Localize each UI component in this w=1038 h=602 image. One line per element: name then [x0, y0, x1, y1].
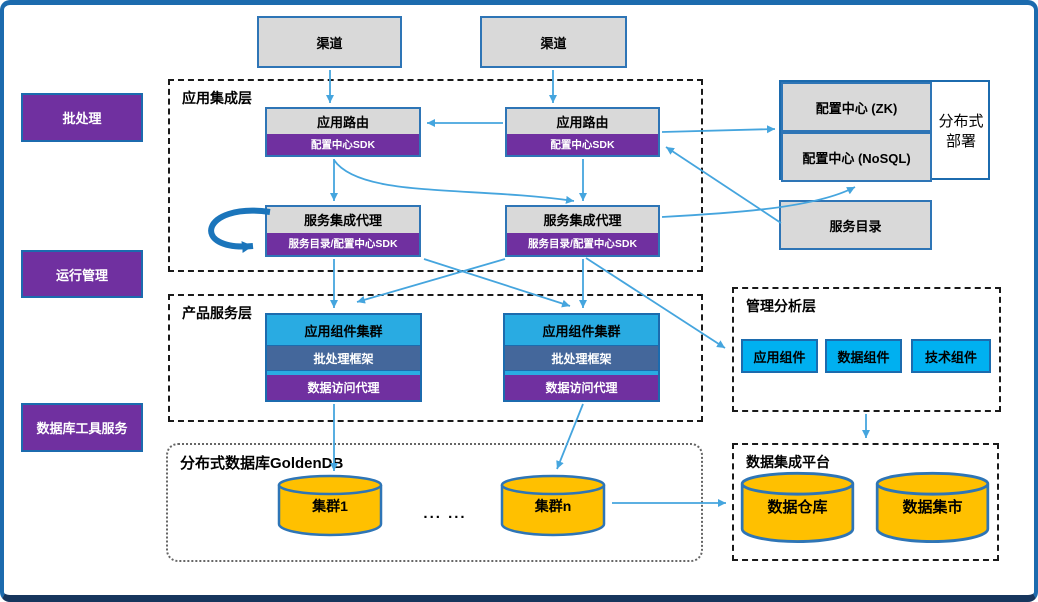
- sidebar-tag-operation-management: 运行管理: [21, 250, 143, 298]
- service-catalog-box: 服务目录: [779, 200, 932, 250]
- distributed-deploy-label: 分布式部署: [938, 112, 984, 150]
- app-router-right-sdk: 配置中心SDK: [507, 133, 658, 155]
- service-proxy-left-title: 服务集成代理: [267, 207, 419, 233]
- service-proxy-left: 服务集成代理 服务目录/配置中心SDK: [265, 205, 421, 257]
- app-component-cluster-left: 应用组件集群: [267, 315, 420, 345]
- sidebar-tag-batch-processing: 批处理: [21, 93, 143, 142]
- db-cluster-1-cylinder: 集群1: [277, 474, 383, 538]
- channel-box-right: 渠道: [480, 16, 627, 68]
- service-proxy-right-title: 服务集成代理: [507, 207, 658, 233]
- management-analysis-layer: 管理分析层: [732, 287, 1001, 412]
- config-center-nosql: 配置中心 (NoSQL): [781, 132, 932, 182]
- data-mart-cylinder: 数据集市: [875, 471, 990, 545]
- app-router-right-title: 应用路由: [507, 109, 658, 134]
- service-proxy-right-sdk: 服务目录/配置中心SDK: [507, 232, 658, 255]
- goldendb-database-layer: 分布式数据库GoldenDB: [166, 443, 703, 562]
- application-integration-layer-title: 应用集成层: [182, 90, 252, 106]
- app-component-stack-left: 应用组件集群 批处理框架 数据访问代理: [265, 313, 422, 402]
- cylinder-shape: [500, 474, 606, 537]
- stack-divider: [505, 371, 658, 375]
- batch-framework-left: 批处理框架: [267, 345, 420, 371]
- db-cluster-n-cylinder: 集群n: [500, 474, 606, 538]
- batch-framework-right: 批处理框架: [505, 345, 658, 371]
- data-warehouse-label: 数据仓库: [767, 499, 828, 517]
- management-analysis-layer-title: 管理分析层: [746, 298, 816, 314]
- stack-divider: [267, 371, 420, 375]
- component-chip-data: 数据组件: [825, 339, 902, 373]
- app-router-left-sdk: 配置中心SDK: [267, 133, 419, 155]
- product-service-layer-title: 产品服务层: [182, 305, 252, 321]
- clusters-ellipsis: ... ...: [423, 505, 467, 522]
- channel-box-left: 渠道: [257, 16, 402, 68]
- data-integration-platform-title: 数据集成平台: [746, 454, 830, 470]
- component-chip-technology: 技术组件: [911, 339, 991, 373]
- db-cluster-n-label: 集群n: [534, 497, 572, 514]
- app-component-stack-right: 应用组件集群 批处理框架 数据访问代理: [503, 313, 660, 402]
- app-component-cluster-right: 应用组件集群: [505, 315, 658, 345]
- data-access-proxy-left: 数据访问代理: [267, 375, 420, 400]
- sidebar-tag-database-tool-service: 数据库工具服务: [21, 403, 143, 452]
- component-chip-application: 应用组件: [741, 339, 818, 373]
- app-router-left: 应用路由 配置中心SDK: [265, 107, 421, 157]
- cylinder-shape: [740, 471, 855, 543]
- app-router-right: 应用路由 配置中心SDK: [505, 107, 660, 157]
- data-access-proxy-right: 数据访问代理: [505, 375, 658, 400]
- goldendb-database-layer-title: 分布式数据库GoldenDB: [180, 455, 344, 472]
- config-center-group: 配置中心 (ZK) 配置中心 (NoSQL) 分布式部署: [779, 80, 990, 182]
- data-integration-platform: 数据集成平台: [732, 443, 999, 561]
- config-center-zk: 配置中心 (ZK): [781, 82, 932, 132]
- service-proxy-right: 服务集成代理 服务目录/配置中心SDK: [505, 205, 660, 257]
- app-router-left-title: 应用路由: [267, 109, 419, 134]
- data-mart-label: 数据集市: [902, 499, 963, 517]
- db-cluster-1-label: 集群1: [312, 497, 348, 514]
- service-proxy-left-sdk: 服务目录/配置中心SDK: [267, 232, 419, 255]
- cylinder-shape: [277, 474, 383, 537]
- data-warehouse-cylinder: 数据仓库: [740, 471, 855, 545]
- cylinder-shape: [875, 471, 990, 543]
